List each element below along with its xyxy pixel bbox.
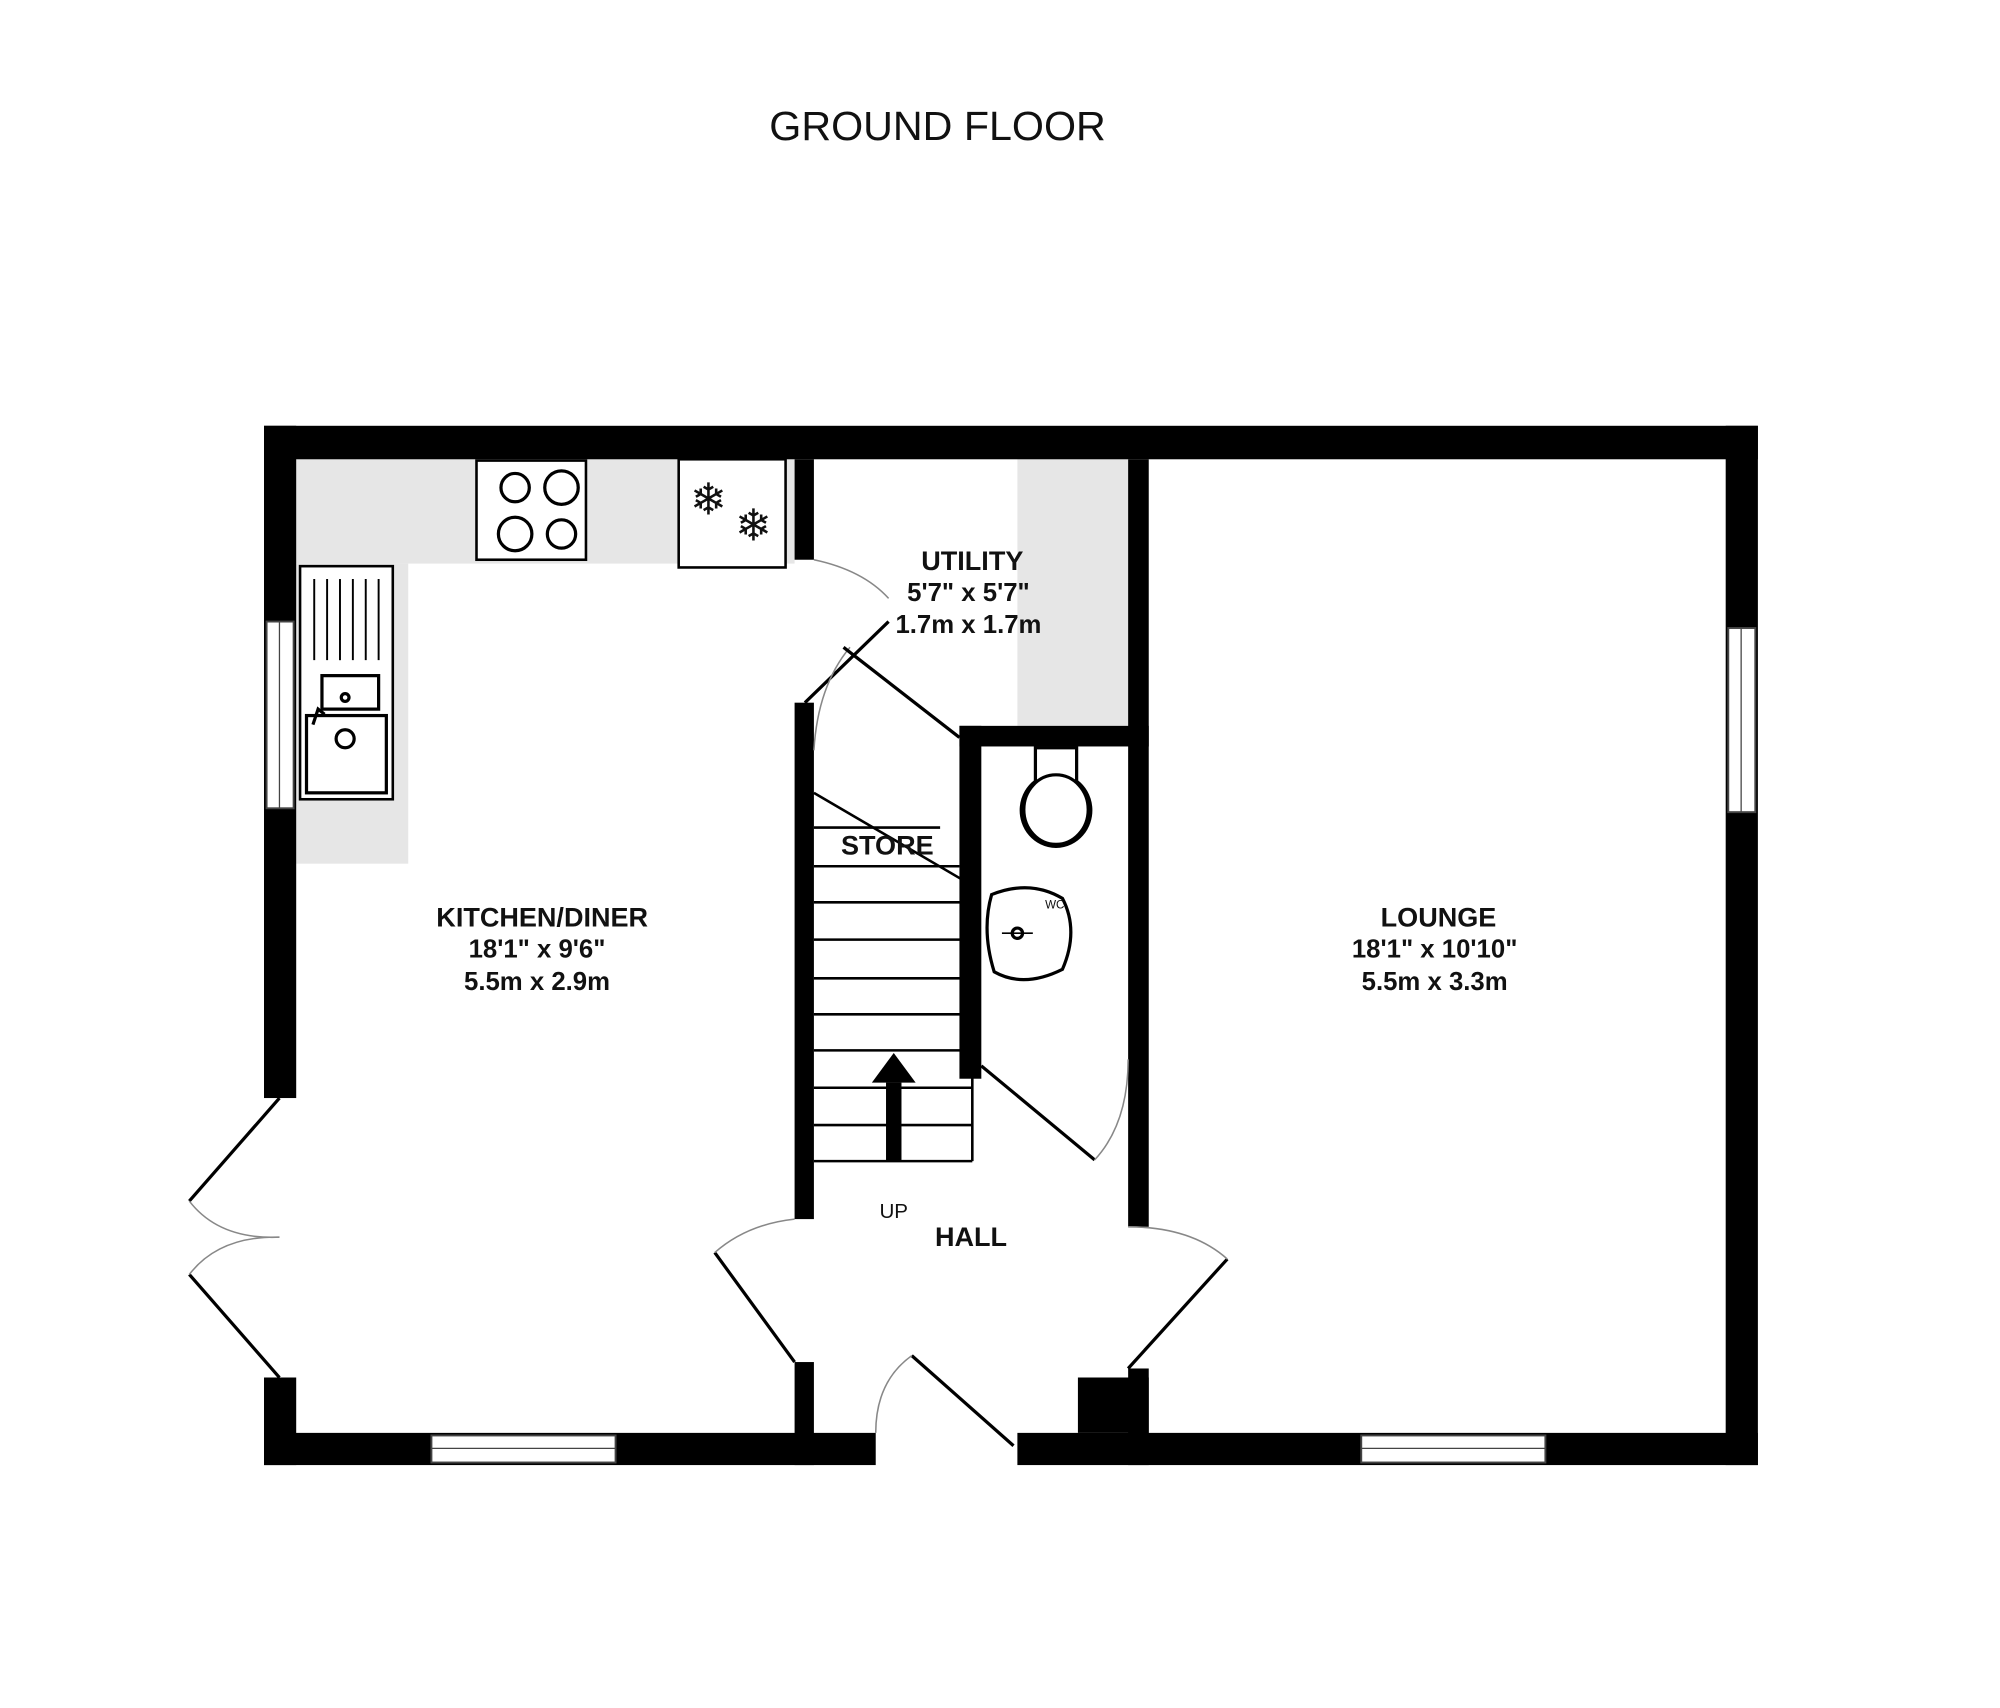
sink-icon <box>298 564 395 801</box>
plan-title: GROUND FLOOR <box>769 103 1106 149</box>
room-size-imperial: 18'1" x 10'10" <box>1352 936 1518 964</box>
hob-icon <box>475 459 588 562</box>
room-size-imperial: 5'7" x 5'7" <box>907 579 1030 607</box>
svg-text:❄: ❄ <box>690 476 727 525</box>
toilet-icon <box>1019 746 1093 848</box>
room-size-imperial: 18'1" x 9'6" <box>469 936 606 964</box>
room-size-metric: 1.7m x 1.7m <box>895 611 1041 639</box>
room-store: STORE <box>841 831 934 861</box>
room-name: LOUNGE <box>1381 903 1497 933</box>
stairs-up-label: UP <box>879 1200 908 1223</box>
room-name: UTILITY <box>921 546 1023 576</box>
room-kitchen-diner: KITCHEN/DINER 18'1" x 9'6" 5.5m x 2.9m <box>436 903 648 996</box>
room-name: KITCHEN/DINER <box>436 903 648 933</box>
svg-text:❄: ❄ <box>735 501 772 550</box>
up-arrow-icon <box>871 1052 916 1162</box>
basin-icon <box>985 886 1073 982</box>
windows <box>265 620 1757 1464</box>
doors <box>188 558 1229 1447</box>
room-size-metric: 5.5m x 3.3m <box>1362 968 1508 996</box>
staircase <box>813 791 974 1163</box>
wc-label: WC <box>1045 900 1064 912</box>
room-utility: UTILITY 5'7" x 5'7" 1.7m x 1.7m <box>895 546 1041 639</box>
fridge-freezer-icon: ❄ ❄ <box>677 457 787 569</box>
room-lounge: LOUNGE 18'1" x 10'10" 5.5m x 3.3m <box>1352 903 1518 996</box>
room-size-metric: 5.5m x 2.9m <box>464 968 610 996</box>
room-hall: HALL <box>935 1222 1007 1252</box>
